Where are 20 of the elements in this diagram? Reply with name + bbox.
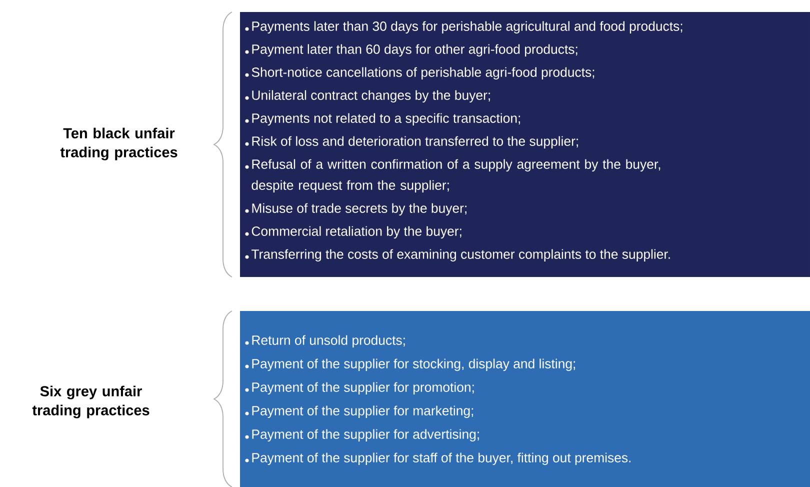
list-item: Commercial retaliation by the buyer; [245,226,462,238]
list-item: Payment of the supplier for staff of the buyer, fitting out premises. [245,452,631,465]
list-item: Transferring the costs of examining customer complaints to the supplier. [245,249,670,262]
heading: Six grey unfair trading practices [32,386,150,418]
list-item: Payments not related to a specific transaction; [245,113,520,126]
list-item: Payment of the supplier for stocking, display and listing; [245,358,575,371]
list-item: Refusal of a written confirmation of a supply agreement by the buyer, despite request from the supplier; [245,159,660,192]
list-item: Payment of the supplier for advertising; [245,429,479,442]
list-item: Payment of the supplier for promotion; [245,382,474,394]
list-item: Payments later than 30 days for perishable agricultural and food products; [245,21,682,34]
list-item: Unilateral contract changes by the buyer; [245,90,490,102]
list-item: Return of unsold products; [245,335,405,348]
list-item: Short-notice cancellations of perishable agri-food products; [245,67,594,80]
heading: Ten black unfair trading practices [60,128,178,160]
list-item: Payment later than 60 days for other agri-food products; [245,44,578,56]
list-box [240,12,810,277]
list-item: Misuse of trade secrets by the buyer; [245,203,466,216]
list-box [240,311,810,487]
list-item: Payment of the supplier for marketing; [245,406,474,418]
list-item: Risk of loss and deterioration transferred to the supplier; [245,136,578,148]
